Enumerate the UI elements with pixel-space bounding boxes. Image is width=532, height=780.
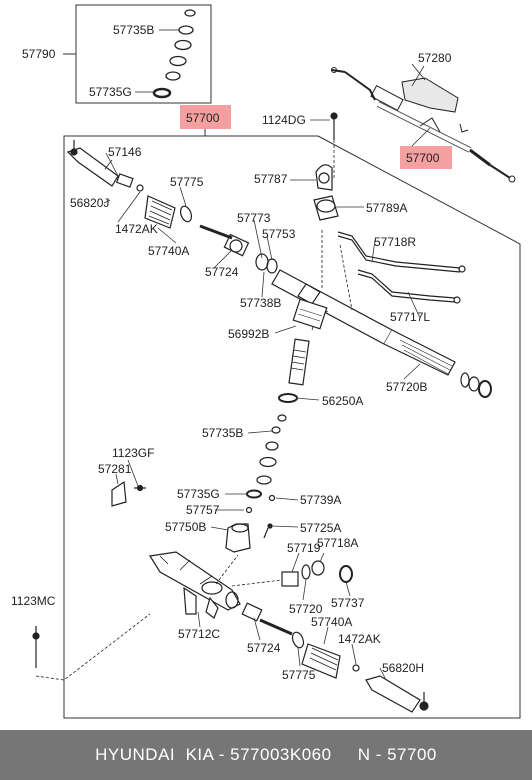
part-label-57717l: 57717L [390,310,430,324]
part-label-57738b: 57738B [240,296,281,310]
part-label-57789a: 57789A [366,201,407,215]
part-labels: 57790 57735B 57735G 57280 57700 57700 11… [11,23,452,682]
assembly-thumbnail [331,63,516,183]
part-label-57146: 57146 [108,145,142,159]
part-label-1123mc: 1123MC [11,594,56,608]
part-label-57725a: 57725A [300,521,341,535]
part-label-57737: 57737 [331,596,365,610]
part-label-57787: 57787 [254,172,288,186]
highlight-57700-side [400,146,452,169]
part-label-57724-top: 57724 [205,265,239,279]
part-label-57735b-top: 57735B [113,23,154,37]
clamp-bushing-group [313,112,339,290]
steering-gear-exploded-diagram: 57790 57735B 57735G 57280 57700 57700 11… [11,4,521,719]
part-label-57750b: 57750B [165,520,206,534]
part-label-57790: 57790 [22,47,56,61]
part-label-57700-side: 57700 [406,151,440,165]
part-label-57753: 57753 [262,227,296,241]
part-label-57740a-bot: 57740A [311,615,352,629]
feed-tubes-group [337,231,466,311]
rack-housing-group [271,269,492,398]
part-label-57720: 57720 [289,602,323,616]
bracket-bolts-group [32,480,151,681]
part-label-56820h: 56820H [382,661,424,675]
part-label-1472ak-bot: 1472AK [338,632,381,646]
part-label-57718a: 57718A [317,536,358,550]
part-label-57712c: 57712C [178,627,220,641]
lower-rack-group [149,551,353,619]
frame-lines [63,4,521,719]
part-number-footer: HYUNDAI KIA - 577003K060 N - 57700 [0,730,532,780]
assembly-frame [63,135,521,719]
part-label-57775-bot: 57775 [282,668,316,682]
part-label-57720b: 57720B [386,380,427,394]
part-label-1472ak-top: 1472AK [115,222,158,236]
part-label-57281: 57281 [98,462,132,476]
part-label-57724-bot: 57724 [247,641,281,655]
part-label-56820j: 56820J [70,196,109,210]
part-label-57739a: 57739A [300,493,341,507]
part-label-57719: 57719 [287,541,321,555]
part-label-57773: 57773 [237,211,271,225]
part-label-57700-main: 57700 [186,111,220,125]
part-label-57735g-mid: 57735G [177,487,220,501]
part-label-57735g-top: 57735G [89,85,132,99]
part-label-57280: 57280 [418,51,452,65]
part-label-57775-top: 57775 [170,175,204,189]
part-label-56250a: 56250A [322,394,363,408]
seal-kit-parts [135,9,196,99]
leader-lines [103,65,431,681]
left-tie-rod-group [66,140,278,274]
part-label-56992b: 56992B [228,327,269,341]
part-label-1123gf: 1123GF [112,446,154,460]
part-label-1124dg: 1124DG [262,113,306,127]
part-label-57757: 57757 [186,503,220,517]
pinion-group [225,338,310,553]
highlight-57700-main [180,105,231,129]
part-label-57735b-mid: 57735B [202,426,243,440]
part-label-57718r: 57718R [374,235,416,249]
part-label-57740a-top: 57740A [148,244,189,258]
right-tie-rod-group [241,602,429,713]
